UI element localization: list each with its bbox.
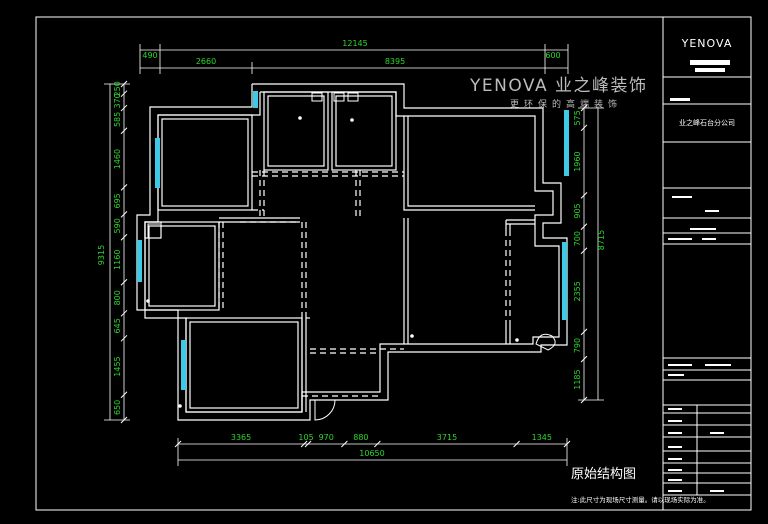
dashed-lines bbox=[218, 170, 511, 397]
walls bbox=[136, 83, 568, 421]
watermark-slogan: 更环保的高端装饰 bbox=[510, 98, 622, 110]
dim-bottom-seg-1: 105 bbox=[298, 433, 313, 442]
dim-right-seg-5: 790 bbox=[573, 338, 582, 353]
dim-bottom-seg-tick bbox=[300, 440, 308, 448]
dim-bottom-seg-tick bbox=[341, 440, 348, 448]
dim-bottom-seg-tick bbox=[563, 440, 571, 448]
dim-left-seg-2: 585 bbox=[113, 112, 122, 127]
dim-bottom-seg-tick bbox=[374, 440, 381, 448]
dim-left-seg-tick bbox=[120, 184, 128, 191]
dim-right-seg-tick bbox=[580, 192, 588, 199]
logo-bar bbox=[690, 60, 730, 65]
dim-left-seg-tick bbox=[120, 90, 128, 98]
dim-left-seg-9: 1455 bbox=[113, 356, 122, 376]
bottom-dimension-labels: 3365 105 970 880 3715 1345 bbox=[231, 433, 552, 442]
window bbox=[155, 138, 160, 188]
window bbox=[253, 91, 258, 108]
window bbox=[137, 240, 142, 282]
dim-left-seg-tick bbox=[120, 233, 128, 241]
bottom-dimension-ticks bbox=[174, 440, 571, 448]
dim-left-seg-tick bbox=[120, 334, 128, 342]
dim-right-seg-3: 700 bbox=[573, 231, 582, 246]
dim-bottom-seg-5: 1345 bbox=[532, 433, 552, 442]
dim-bottom-seg-tick bbox=[174, 440, 182, 448]
dim-left-seg-tick bbox=[120, 309, 128, 317]
logo-bar bbox=[695, 68, 725, 72]
dim-right-seg-6: 1185 bbox=[573, 369, 582, 389]
window bbox=[181, 340, 186, 390]
dim-bottom-seg-tick bbox=[304, 440, 312, 448]
dim-left-seg-10: 650 bbox=[113, 400, 122, 415]
dim-right-seg-tick bbox=[580, 104, 588, 112]
dim-right-seg-1: 1960 bbox=[573, 151, 582, 171]
right-dimension-ticks bbox=[580, 104, 588, 404]
dim-right-seg-0: 575 bbox=[573, 110, 582, 125]
dim-bottom-seg-2: 970 bbox=[319, 433, 334, 442]
dim-right-seg-tick bbox=[580, 124, 588, 132]
dim-left-seg-tick bbox=[120, 416, 128, 424]
dim-top-left-small: 490 bbox=[142, 51, 157, 60]
dim-right-seg-tick bbox=[580, 247, 588, 255]
title-block: YENOVA 业之峰石台分公司 bbox=[663, 37, 751, 496]
left-dimension-ticks bbox=[120, 80, 128, 424]
dim-right-seg-tick bbox=[580, 355, 588, 363]
dim-left-seg-tick bbox=[120, 278, 128, 286]
dim-left-seg-1: 370 bbox=[113, 93, 122, 108]
right-dimension-labels: 575 1960 905 700 2355 790 1185 bbox=[573, 110, 582, 389]
dim-top-seg-1: 2660 bbox=[196, 57, 216, 66]
outer-frame bbox=[35, 16, 752, 511]
dim-left-seg-7: 800 bbox=[113, 290, 122, 305]
dim-top-seg-2: 8395 bbox=[385, 57, 405, 66]
watermark: YENOVA 业之峰装饰 更环保的高端装饰 bbox=[469, 76, 648, 110]
dim-right-total: 8715 bbox=[597, 230, 606, 250]
dim-left-seg-tick bbox=[120, 80, 128, 88]
dim-bottom-seg-0: 3365 bbox=[231, 433, 251, 442]
dim-left-total: 9315 bbox=[97, 245, 106, 265]
dim-bottom-seg-4: 3715 bbox=[437, 433, 457, 442]
window bbox=[564, 110, 569, 176]
watermark-brand: YENOVA 业之峰装饰 bbox=[469, 76, 648, 96]
bottom-note: 注:此尺寸为现场尺寸测量。请以现场实际为准。 bbox=[571, 495, 710, 504]
dim-right-seg-tick bbox=[580, 328, 588, 336]
dim-top-total: 12145 bbox=[342, 39, 367, 48]
dim-bottom-seg-3: 880 bbox=[353, 433, 368, 442]
dim-right-seg-4: 2355 bbox=[573, 281, 582, 301]
fixtures bbox=[146, 92, 556, 421]
dim-left-seg-5: 590 bbox=[113, 218, 122, 233]
company-name: 业之峰石台分公司 bbox=[679, 118, 735, 127]
dim-right-seg-tick bbox=[580, 223, 588, 230]
dim-bottom-seg-tick bbox=[513, 440, 520, 448]
title-block-logo: YENOVA bbox=[681, 37, 733, 50]
dim-bottom-total: 10650 bbox=[359, 449, 384, 458]
dim-right-seg-tick bbox=[580, 396, 588, 404]
windows bbox=[137, 91, 569, 390]
dim-left-seg-0: 250 bbox=[113, 81, 122, 96]
dim-left-seg-8: 645 bbox=[113, 318, 122, 333]
dim-left-seg-3: 1460 bbox=[113, 149, 122, 169]
dim-left-seg-tick bbox=[120, 127, 128, 135]
dimension-lines bbox=[104, 44, 604, 466]
dim-top-right-small: 600 bbox=[545, 51, 560, 60]
dim-left-seg-tick bbox=[120, 211, 128, 218]
dim-left-seg-tick bbox=[120, 391, 128, 399]
window bbox=[562, 242, 567, 320]
drawing-title: 原始结构图 bbox=[571, 467, 636, 482]
dimension-labels: 12145 490 600 2660 8395 9315 8715 10650 bbox=[97, 39, 606, 458]
dim-left-seg-4: 695 bbox=[113, 193, 122, 208]
dim-left-seg-tick bbox=[120, 104, 128, 112]
dim-right-seg-2: 905 bbox=[573, 203, 582, 218]
dim-left-seg-6: 1160 bbox=[113, 250, 122, 270]
